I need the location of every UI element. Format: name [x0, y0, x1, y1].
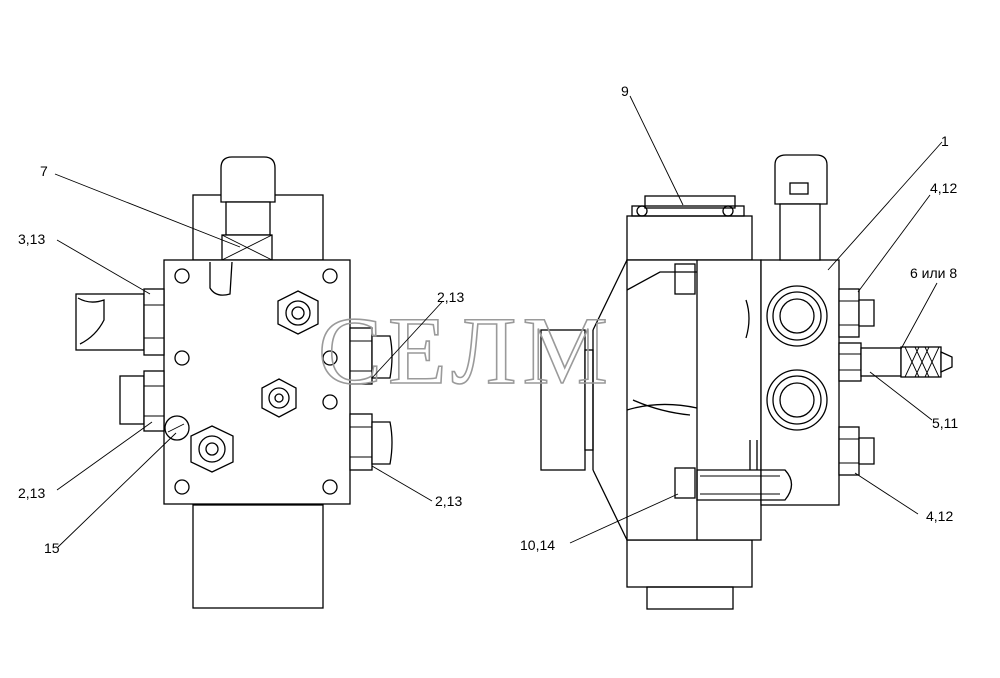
callout-2-13-left: 2,13 — [18, 485, 45, 501]
callout-15: 15 — [44, 540, 60, 556]
callout-10-14: 10,14 — [520, 537, 555, 553]
callout-5-11: 5,11 — [932, 415, 958, 431]
watermark-text: СЕЛМ — [318, 297, 614, 404]
callout-7: 7 — [40, 163, 48, 179]
knurled-grip — [904, 346, 940, 378]
callout-6-or-8: 6 или 8 — [910, 265, 957, 281]
callout-3-13: 3,13 — [18, 231, 45, 247]
leader-lines — [54, 95, 943, 548]
callout-9: 9 — [621, 83, 629, 99]
callout-4-12-bottom: 4,12 — [926, 508, 953, 524]
right-view — [540, 154, 953, 610]
callout-2-13-right: 2,13 — [435, 493, 462, 509]
callout-1: 1 — [941, 133, 949, 149]
left-view — [75, 156, 393, 609]
callout-2-13-top: 2,13 — [437, 289, 464, 305]
callout-4-12-top: 4,12 — [930, 180, 957, 196]
